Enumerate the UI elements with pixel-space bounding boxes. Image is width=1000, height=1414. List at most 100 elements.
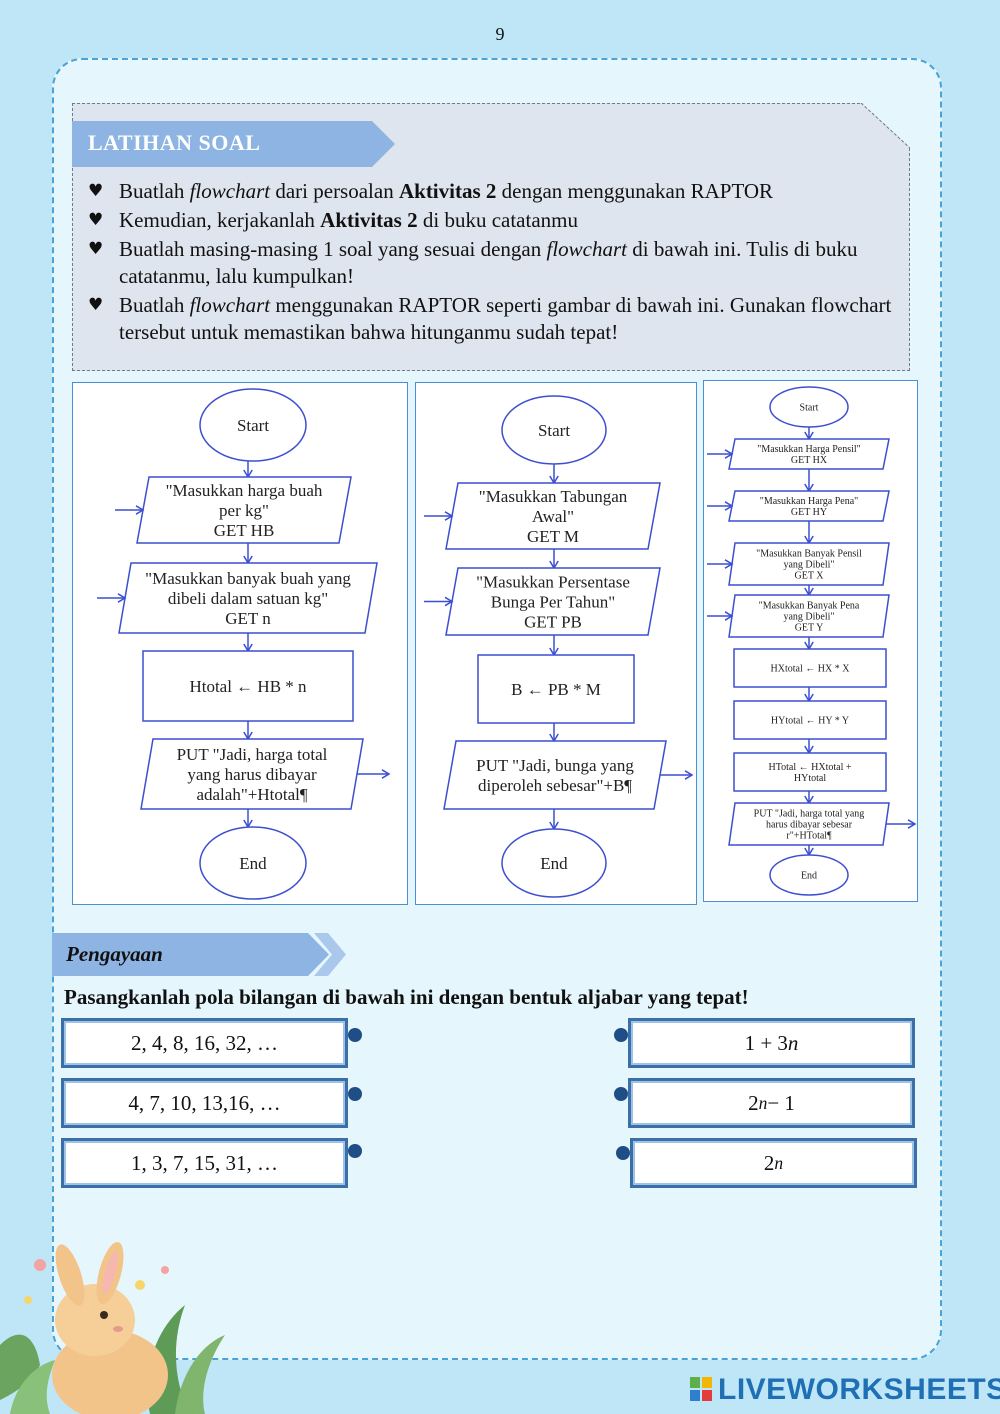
- flow-arrow: [549, 723, 559, 743]
- flow-arrow: [549, 464, 559, 485]
- input-arrow: [707, 449, 734, 459]
- input-arrow: [424, 511, 454, 521]
- io-shape: [728, 542, 890, 586]
- end-label: End: [239, 854, 267, 873]
- match-dot-left-3[interactable]: [348, 1144, 362, 1158]
- pengayaan-title: Pengayaan: [66, 942, 163, 966]
- flowchart-panel-3: Start "Masukkan Harga Pensil"GET HX "Masuk…: [703, 380, 918, 902]
- process-box: [142, 650, 354, 722]
- step-label: HYtotal ← HY * Y: [771, 716, 849, 727]
- output-arrow: [886, 819, 917, 829]
- liveworksheets-logo: LIVEWORKSHEETS: [690, 1372, 1000, 1408]
- heart-bullet-icon: ♥: [88, 181, 104, 201]
- instruction-item: ♥Buatlah masing-masing 1 soal yang sesua…: [88, 237, 858, 288]
- start-label: Start: [538, 421, 570, 440]
- flow-arrow: [804, 585, 814, 597]
- flow-arrow: [243, 809, 253, 829]
- latihan-title: LATIHAN SOAL: [88, 130, 261, 155]
- flow-arrow: [804, 739, 814, 755]
- output-arrow: [660, 770, 694, 780]
- flow-arrow: [549, 809, 559, 831]
- end-terminal: [769, 854, 849, 896]
- liveworksheets-text: LIVEWORKSHEETS: [718, 1373, 1000, 1406]
- flow-arrow: [243, 543, 253, 565]
- step-label: HXtotal ← HX * X: [771, 664, 851, 675]
- start-label: Start: [237, 416, 269, 435]
- instruction-item: ♥Buatlah flowchart dari persoalan Aktivi…: [88, 179, 774, 203]
- matching-question: Pasangkanlah pola bilangan di bawah ini …: [64, 985, 749, 1009]
- io-shape: [445, 482, 661, 550]
- io-shape: [728, 438, 890, 470]
- start-label: Start: [800, 403, 819, 414]
- input-arrow: [707, 611, 734, 621]
- heart-bullet-icon: ♥: [88, 239, 104, 259]
- step-label: "Masukkan Harga Pensil"GET HX: [757, 444, 861, 466]
- end-terminal: [501, 828, 607, 898]
- flow-arrow: [804, 687, 814, 703]
- flow-arrow: [804, 791, 814, 805]
- io-shape: [443, 740, 667, 810]
- flow-arrow: [243, 461, 253, 479]
- end-label: End: [540, 854, 568, 873]
- flow-arrow: [804, 469, 814, 493]
- flow-arrow: [804, 521, 814, 545]
- io-shape: [728, 490, 890, 522]
- input-arrow: [424, 596, 454, 607]
- input-arrow: [707, 501, 734, 511]
- process-box: [733, 700, 887, 740]
- io-shape: [118, 562, 378, 634]
- input-arrow: [115, 505, 145, 515]
- end-label: End: [801, 871, 817, 882]
- process-box: [477, 654, 635, 724]
- match-dot-right-3[interactable]: [616, 1146, 630, 1160]
- bunny-illustration: [0, 1241, 225, 1414]
- latihan-ribbon: [72, 121, 395, 167]
- flow-arrow: [804, 845, 814, 857]
- match-dot-left-1[interactable]: [348, 1028, 362, 1042]
- flow-arrow: [804, 637, 814, 651]
- input-arrow: [97, 593, 127, 603]
- instruction-item: ♥Kemudian, kerjakanlah Aktivitas 2 di bu…: [88, 208, 578, 232]
- pattern-box-3[interactable]: 1, 3, 7, 15, 31, …: [61, 1138, 348, 1188]
- flow-arrow: [243, 721, 253, 741]
- step-label: "Masukkan Harga Pena"GET HY: [760, 496, 859, 518]
- flow-arrow: [243, 633, 253, 653]
- step-label: B ← PB * M: [511, 680, 601, 699]
- pattern-box-1[interactable]: 2, 4, 8, 16, 32, …: [61, 1018, 348, 1068]
- io-shape: [728, 594, 890, 638]
- match-dot-right-1[interactable]: [614, 1028, 628, 1042]
- folded-corner: [861, 103, 910, 148]
- instruction-list: ♥Buatlah flowchart dari persoalan Aktivi…: [88, 178, 898, 348]
- heart-bullet-icon: ♥: [88, 295, 104, 315]
- flow-arrow: [549, 635, 559, 657]
- start-terminal: [199, 388, 307, 462]
- step-label: Htotal ← HB * n: [189, 677, 307, 696]
- process-box: [733, 648, 887, 688]
- step-label: HTotal ← HXtotal +HYtotal: [769, 762, 852, 784]
- pattern-box-2[interactable]: 4, 7, 10, 13,16, …: [61, 1078, 348, 1128]
- process-box: [733, 752, 887, 792]
- page-number: 9: [495, 24, 505, 44]
- match-dot-left-2[interactable]: [348, 1087, 362, 1101]
- instruction-item: ♥Buatlah flowchart menggunakan RAPTOR se…: [88, 293, 892, 344]
- io-shape: [728, 802, 890, 846]
- heart-bullet-icon: ♥: [88, 210, 104, 230]
- match-dot-right-2[interactable]: [614, 1087, 628, 1101]
- io-shape: [445, 567, 661, 636]
- end-terminal: [199, 826, 307, 900]
- liveworksheets-logo-icon: [690, 1377, 712, 1401]
- io-shape: [136, 476, 352, 544]
